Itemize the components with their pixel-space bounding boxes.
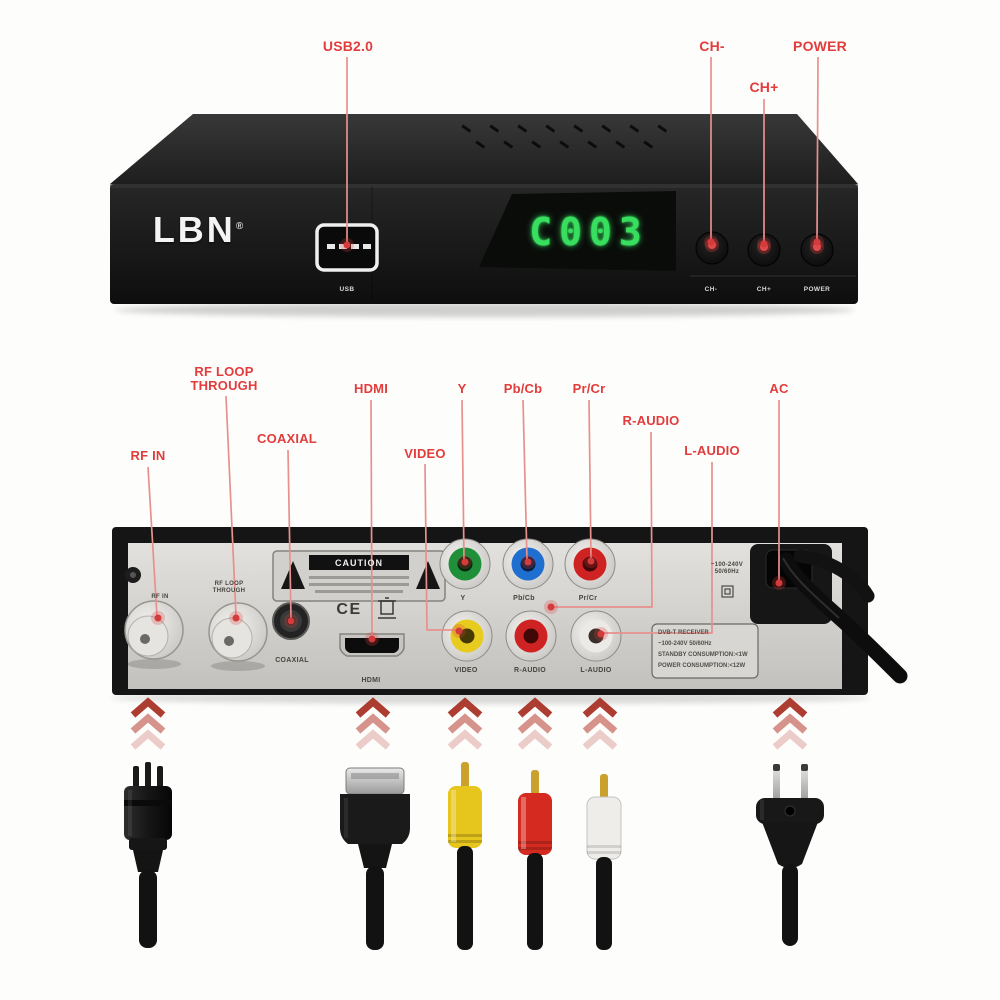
spec-line-3: STANDBY CONSUMPTION:<1W [658,652,748,658]
leader-ac [772,400,786,590]
power-plug [756,764,824,946]
spec-line-4: POWER CONSUMPTION:<12W [658,663,746,669]
ce-mark: CE [336,601,362,618]
weee-bin-icon [378,597,396,619]
leader-l-audio [594,462,713,641]
rf-in-connector[interactable] [124,600,184,669]
usb-port-label: USB [339,286,355,293]
button-label-power: POWER [803,286,831,293]
arrows-l-audio-cable [582,697,618,750]
annotation-r-audio: R-AUDIO [622,413,680,428]
arrows-r-audio-cable [517,697,553,750]
front-shadow [115,303,855,317]
port-label-hdmi: HDMI [361,677,381,684]
leader-r-audio [544,431,653,614]
button-power[interactable] [800,233,834,267]
hdmi-port[interactable] [339,633,405,657]
annotation-coaxial: COAXIAL [257,431,317,446]
port-label-pr-cr: Pr/Cr [578,595,598,602]
front-top-face [110,114,858,184]
leader-usb [340,57,354,252]
leader-rf-loop [225,395,243,625]
led-display-value: C003 [529,210,649,254]
leader-lines-front [340,56,824,252]
rear-device [110,527,908,704]
jack-l-audio[interactable] [570,610,622,662]
annotation-y: Y [457,381,467,396]
leader-coaxial [284,449,298,628]
annotation-video: VIDEO [404,446,446,461]
annotation-ac: AC [769,381,789,396]
arrows-video-cable [447,697,483,750]
rca-red-plug [518,770,552,950]
leader-ch-minus [704,57,718,249]
rf-loop-connector[interactable] [208,602,268,671]
power-cord [750,544,908,684]
caution-label: CAUTION [335,558,383,568]
leader-video [424,463,466,638]
hdmi-cable-plug [340,767,410,950]
annotation-ch-minus: CH- [699,38,725,54]
port-label-y: Y [460,595,466,602]
leader-hdmi [365,399,379,646]
button-label-ch-plus: CH+ [756,286,772,293]
leader-lines-rear [147,395,786,646]
registered-mark: ® [235,221,244,232]
spec-line-2: ~100-240V 50/60Hz [658,641,712,647]
annotation-pr-cr: Pr/Cr [572,381,606,396]
annotation-usb2: USB2.0 [322,38,374,54]
screw [125,567,141,583]
port-label-video: VIDEO [454,667,478,674]
leader-ch-plus [757,99,771,251]
port-label-rf-in: RF IN [151,594,169,600]
annotation-l-audio: L-AUDIO [684,443,740,458]
annotation-ch-plus: CH+ [749,79,779,95]
button-ch-minus[interactable] [695,231,729,265]
vent-grille [461,124,668,149]
arrows-power-cable [772,697,808,750]
button-label-ch-minus: CH- [704,286,718,293]
spec-line-1: DVB-T RECEIVER [658,630,709,636]
port-label-pb-cb: Pb/Cb [513,595,535,602]
annotation-pb-cb: Pb/Cb [503,381,543,396]
rca-white-plug [586,774,622,950]
connection-arrows [130,697,808,750]
leader-y [458,399,472,569]
leader-rf-in [147,466,165,625]
jack-video[interactable] [441,610,493,662]
leader-power [810,56,824,249]
jack-r-audio[interactable] [505,610,557,662]
annotation-power: POWER [793,38,847,54]
port-label-l-audio: L-AUDIO [580,667,612,674]
brand-logo: LBN® [152,209,244,250]
rca-yellow-plug [448,762,482,950]
annotation-rf-in: RF IN [130,448,166,463]
leader-pb [521,399,535,569]
front-device [110,114,858,317]
caution-sticker [272,550,446,602]
arrows-hdmi-cable [355,697,391,750]
double-insulation-icon [721,585,734,598]
antenna-cable-plug [124,762,172,948]
spec-label-box [651,623,759,679]
port-label-coaxial: COAXIAL [275,657,309,664]
arrows-antenna-cable [130,697,166,750]
leader-pr [584,399,598,568]
led-display-recess [479,191,676,271]
port-label-r-audio: R-AUDIO [513,667,547,674]
annotation-hdmi: HDMI [353,381,389,396]
